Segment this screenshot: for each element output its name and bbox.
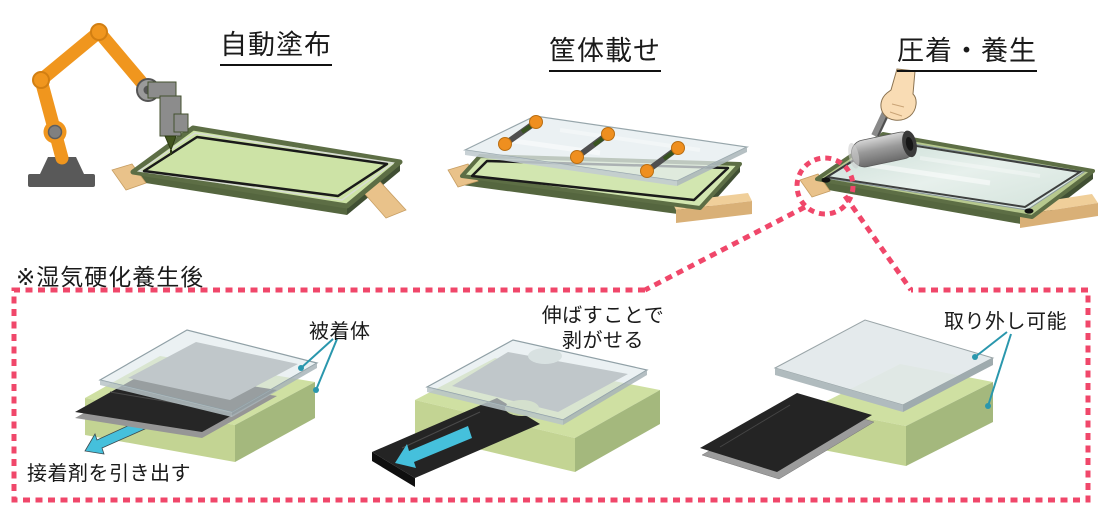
detail-stretch-release-illustration: [372, 339, 660, 487]
hand-roller-icon: [848, 68, 917, 169]
pull-arrow-icon: [395, 426, 472, 468]
chassis-placing-illustration: [447, 115, 752, 223]
detail-removable-illustration: [700, 319, 1012, 480]
pull-arrow-icon: [84, 418, 148, 455]
step-title-auto-coating: 自動塗布: [220, 30, 332, 67]
hand-icon: [880, 68, 917, 121]
label-removable: 取り外し可能: [944, 311, 1067, 333]
robot-arm-icon: [28, 23, 189, 187]
adhesive-bead: [142, 135, 389, 198]
wood-support: [111, 163, 147, 191]
wood-support: [799, 173, 831, 198]
callout-line: [842, 194, 914, 292]
suction-gripper-icon: [498, 115, 543, 151]
suction-gripper-icon: [570, 127, 615, 164]
label-pull-out-adhesive: 接着剤を引き出す: [27, 463, 191, 485]
callout-circle: [794, 155, 856, 217]
removable-leader-lines: [972, 331, 1012, 409]
adherend-leader-lines: [298, 338, 338, 393]
label-stretch-release-line1: 伸ばすことで: [541, 305, 665, 327]
dispenser-nozzle-icon: [164, 135, 177, 152]
callout-box-border: [11, 287, 1091, 503]
detail-pull-out-illustration: [75, 329, 338, 462]
coating-board-illustration: [111, 125, 407, 219]
press-curing-illustration: [799, 68, 1098, 228]
suction-gripper-icon: [640, 141, 685, 178]
adhesive-bead: [470, 159, 730, 202]
removed-adhesive-sheet: [700, 393, 872, 472]
note-after-moisture-curing: ※湿気硬化養生後: [16, 264, 205, 290]
label-stretch-release-line2: 剥がせる: [562, 330, 644, 352]
label-adherend: 被着体: [309, 321, 371, 343]
callout-line: [643, 204, 807, 293]
step-title-press-curing: 圧着・養生: [897, 36, 1037, 73]
magnify-callout: [11, 155, 1091, 503]
label-stretch-release: 伸ばすことで 剥がせる: [538, 304, 668, 354]
step-title-chassis-placing: 筐体載せ: [549, 36, 661, 73]
